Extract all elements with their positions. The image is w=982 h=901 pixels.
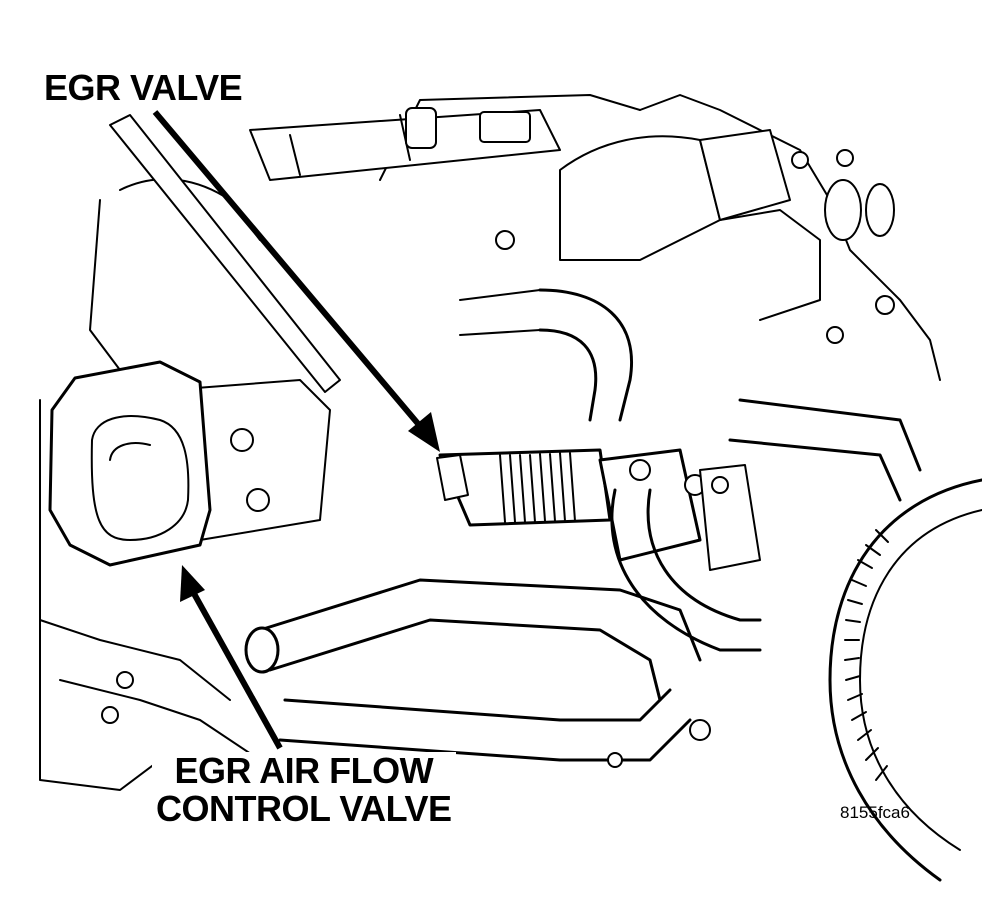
bolts — [101, 149, 895, 768]
figure-id: 8155fca6 — [840, 803, 910, 822]
egr-tube — [436, 448, 612, 527]
egr-valve-arrowhead — [408, 412, 440, 452]
egr-flange — [598, 448, 761, 571]
egr-air-flow-control-valve-label-line2: CONTROL VALVE — [156, 788, 452, 829]
egr-valve-label: EGR VALVE — [40, 68, 247, 108]
bypass-hose — [610, 398, 922, 652]
afc-valve-arrowhead — [180, 565, 205, 602]
intake-manifold — [249, 107, 895, 321]
egr-air-flow-control-valve-label-line1: EGR AIR FLOW — [174, 750, 434, 791]
callout-arrows — [152, 110, 440, 750]
flywheel — [828, 478, 982, 882]
egr-air-flow-control-valve-body — [48, 360, 331, 567]
egr-air-flow-control-valve-label: EGR AIR FLOW CONTROL VALVE — [152, 752, 456, 828]
dipstick-tube — [109, 114, 341, 393]
coolant-hose-upper — [459, 288, 633, 422]
coolant-pipe-lower — [244, 578, 702, 762]
